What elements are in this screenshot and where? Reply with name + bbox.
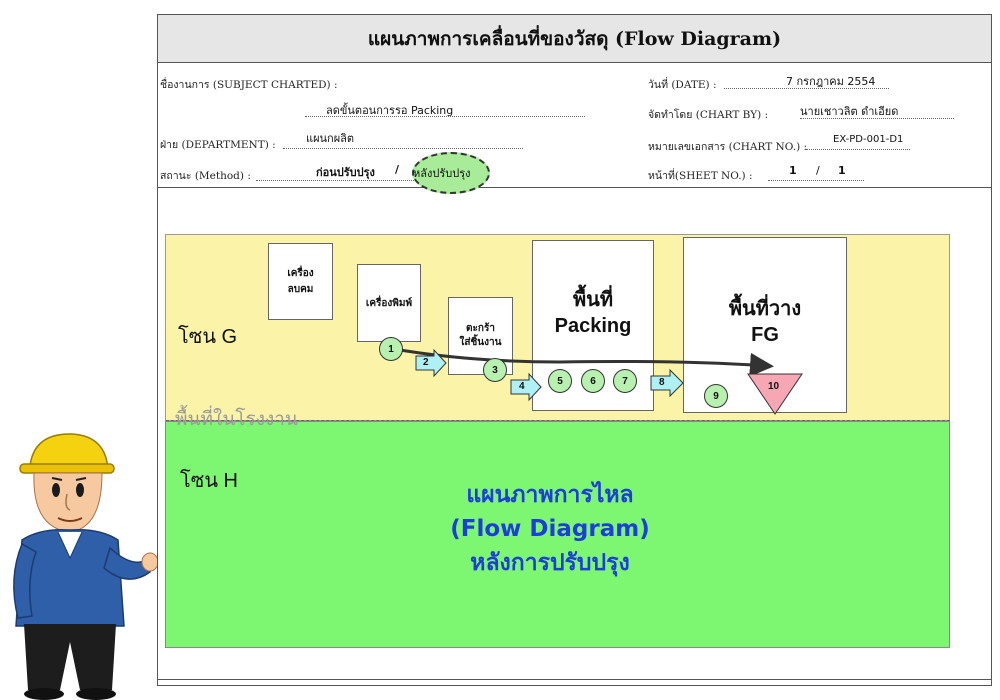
step-6-circle: 6 [581, 369, 605, 393]
sheet-bottom-line [158, 679, 991, 680]
chart-no-dots [806, 149, 910, 150]
packing-area-label: พื้นที่ Packing [532, 287, 654, 339]
packing-area-line2: Packing [554, 315, 632, 337]
method-label: สถานะ (Method) : [160, 170, 251, 182]
transport-arrow-8 [650, 368, 684, 398]
sheet-no-label: หน้าที่(SHEET NO.) : [648, 170, 753, 182]
date-label: วันที่ (DATE) : [648, 79, 717, 91]
fg-area-line2: FG [751, 324, 779, 346]
method-after: หลังปรับปรุง [413, 167, 471, 180]
sheet-no-total: 1 [838, 164, 846, 177]
step-1-circle: 1 [379, 337, 403, 361]
department-value: แผนกผลิต [306, 132, 355, 145]
engineer-mascot [13, 433, 159, 700]
sheet-title: แผนภาพการเคลื่อนที่ของวัสดุ (Flow Diagra… [158, 15, 991, 63]
date-value: 7 กรกฎาคม 2554 [786, 75, 876, 88]
chart-by-dots [800, 118, 954, 119]
printer-machine-box: เครื่องพิมพ์ [357, 264, 421, 342]
transport-arrow-4 [510, 372, 542, 402]
fg-area-label: พื้นที่วาง FG [683, 296, 847, 348]
packing-area-line1: พื้นที่ [572, 289, 614, 311]
chart-no-label: หมายเลขเอกสาร (CHART NO.) : [648, 141, 808, 153]
method-separator: / [395, 163, 400, 176]
storage-triangle [747, 373, 803, 415]
caption-line1: แผนภาพการไหล [466, 482, 634, 508]
subject-label: ชื่องานการ (SUBJECT CHARTED) : [160, 79, 338, 91]
step-2-number: 2 [423, 357, 429, 368]
zone-g-label: โซน G [178, 326, 238, 348]
zone-divider-line [166, 420, 950, 421]
sheet-no-separator: / [816, 164, 820, 177]
caption-line3: หลังการปรับปรุง [470, 550, 630, 576]
factory-area-label: พื้นที่ในโรงงาน [175, 408, 298, 430]
step-5-circle: 5 [548, 369, 572, 393]
subject-dots [305, 116, 585, 117]
method-before: ก่อนปรับปรุง [316, 166, 375, 179]
sheet-no-dots [768, 180, 864, 181]
zone-h-label: โซน H [180, 470, 238, 492]
sheet-no-value: 1 [789, 164, 797, 177]
header-divider [158, 187, 991, 188]
deburring-machine-line1: เครื่อง [287, 267, 314, 279]
chart-by-value: นายเชาวลิต ดำเอียด [800, 105, 899, 118]
step-9-circle: 9 [704, 384, 728, 408]
zone-h-area [165, 421, 950, 648]
step-7-circle: 7 [613, 369, 637, 393]
deburring-machine-line2: ลบคม [287, 283, 314, 295]
department-label: ฝ่าย (DEPARTMENT) : [160, 139, 276, 151]
deburring-machine-box: เครื่อง ลบคม [268, 243, 333, 320]
method-dots [256, 180, 486, 181]
caption-line2: (Flow Diagram) [450, 516, 650, 542]
step-3-circle: 3 [483, 358, 507, 382]
flow-diagram-caption: แผนภาพการไหล (Flow Diagram) หลังการปรับป… [400, 478, 700, 580]
step-4-number: 4 [519, 381, 525, 392]
fg-area-line1: พื้นที่วาง [728, 298, 802, 320]
printer-machine-label: เครื่องพิมพ์ [365, 297, 413, 309]
date-dots [724, 88, 889, 89]
method-after-highlight [412, 152, 490, 194]
flow-path-line [393, 347, 774, 377]
transport-arrow-2 [415, 348, 447, 378]
chart-no-value: EX-PD-001-D1 [833, 134, 904, 145]
workpiece-basket-line1: ตะกร้า [466, 323, 495, 334]
step-10-number: 10 [768, 381, 780, 392]
subject-value: ลดขั้นตอนการรอ Packing [326, 104, 454, 117]
step-8-number: 8 [659, 377, 665, 388]
workpiece-basket-line2: ใส่ชิ้นงาน [459, 337, 502, 348]
chart-by-label: จัดทำโดย (CHART BY) : [648, 109, 769, 121]
department-dots [283, 148, 523, 149]
